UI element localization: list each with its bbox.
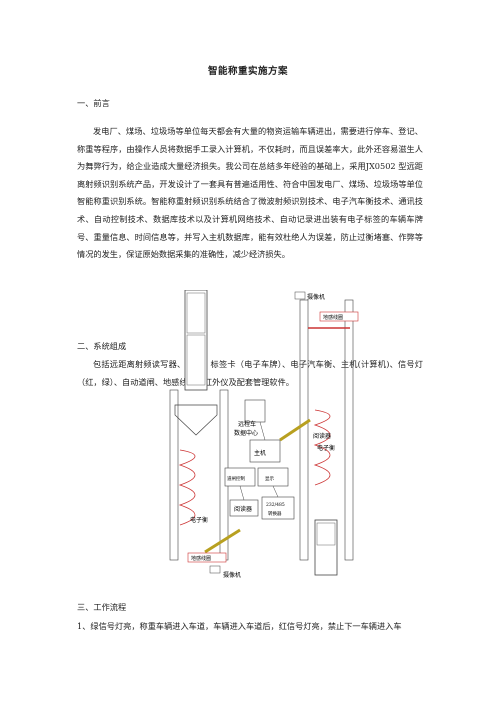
lane-wall-right-inner	[299, 299, 309, 561]
converter-label-1: 232/485	[266, 502, 285, 508]
box-left-label: 道闸控制	[227, 475, 245, 482]
host-label: 主机	[254, 449, 266, 457]
loop-left	[178, 449, 196, 526]
converter-label-2: 转换器	[268, 510, 282, 517]
system-diagram: 电子衡 远程车 数据中心 主机 道闸控制 显示 阅读器 232/485 转换器 …	[169, 290, 359, 579]
reader-right-label: 阅读器	[313, 432, 331, 440]
workflow-heading: 三、工作流程	[77, 602, 127, 612]
antenna-right	[279, 418, 311, 442]
intro-paragraph: 发电厂、煤场、垃圾场等单位每天都会有大量的物资运输车辆进出，需要进行停车、登记、…	[77, 123, 423, 264]
loop-top-box	[319, 311, 359, 322]
remote-center-label-1: 远程车	[238, 420, 256, 428]
lane-wall-left	[169, 389, 179, 561]
system-heading: 二、系统组成	[77, 341, 127, 351]
camera-top-label: 摄像机	[307, 293, 325, 301]
loop-right	[313, 409, 331, 486]
intro-heading: 一、前言	[77, 98, 110, 108]
remote-center-box	[244, 399, 266, 423]
camera-bottom-icon	[209, 565, 221, 574]
intro-text: 发电厂、煤场、垃圾场等单位每天都会有大量的物资运输车辆进出，需要进行停车、登记、…	[77, 126, 423, 260]
reader-center-label: 阅读器	[234, 505, 252, 513]
loop-top-label: 地感线圈	[323, 314, 343, 321]
box-right-label: 显示	[265, 476, 274, 482]
camera-bottom-label: 摄像机	[223, 571, 241, 579]
loop-bottom-label: 地感线圈	[191, 555, 211, 562]
loop-bottom-box	[187, 552, 227, 563]
scale-left-label: 电子衡	[190, 516, 208, 524]
entry-arrow	[174, 404, 218, 436]
remote-center-label-2: 数据中心	[234, 429, 258, 437]
antenna-left	[204, 528, 241, 554]
scale-right-label: 电子衡	[317, 444, 335, 452]
vehicle-top-left	[184, 290, 208, 391]
camera-top-icon	[294, 291, 306, 300]
document-title: 智能称重实施方案	[207, 66, 288, 77]
workflow-text: 1、绿信号灯亮，称重车辆进入车道，车辆进入车道后，红信号灯亮，禁止下一车辆进入车	[77, 621, 402, 631]
vehicle-bottom-right	[314, 519, 338, 576]
converter-box	[261, 496, 295, 520]
